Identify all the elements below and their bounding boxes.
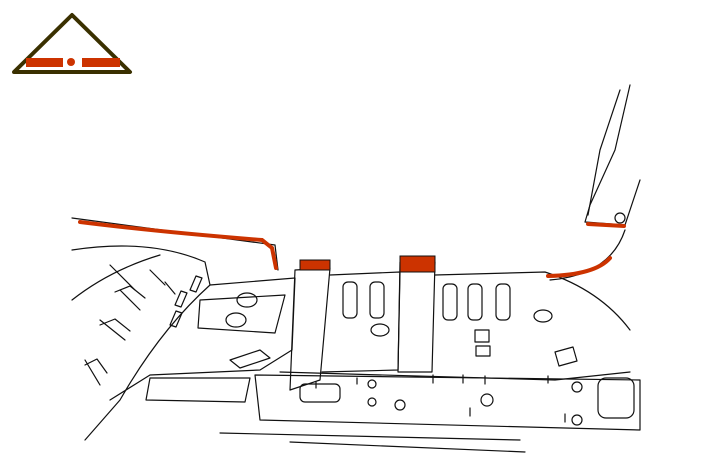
seam-sealer-highlights bbox=[78, 220, 626, 278]
floor-panel-drawing bbox=[71, 84, 641, 453]
fasteners bbox=[315, 374, 583, 426]
sealer-warning-logo bbox=[12, 13, 132, 74]
floor-ribs bbox=[342, 281, 511, 357]
